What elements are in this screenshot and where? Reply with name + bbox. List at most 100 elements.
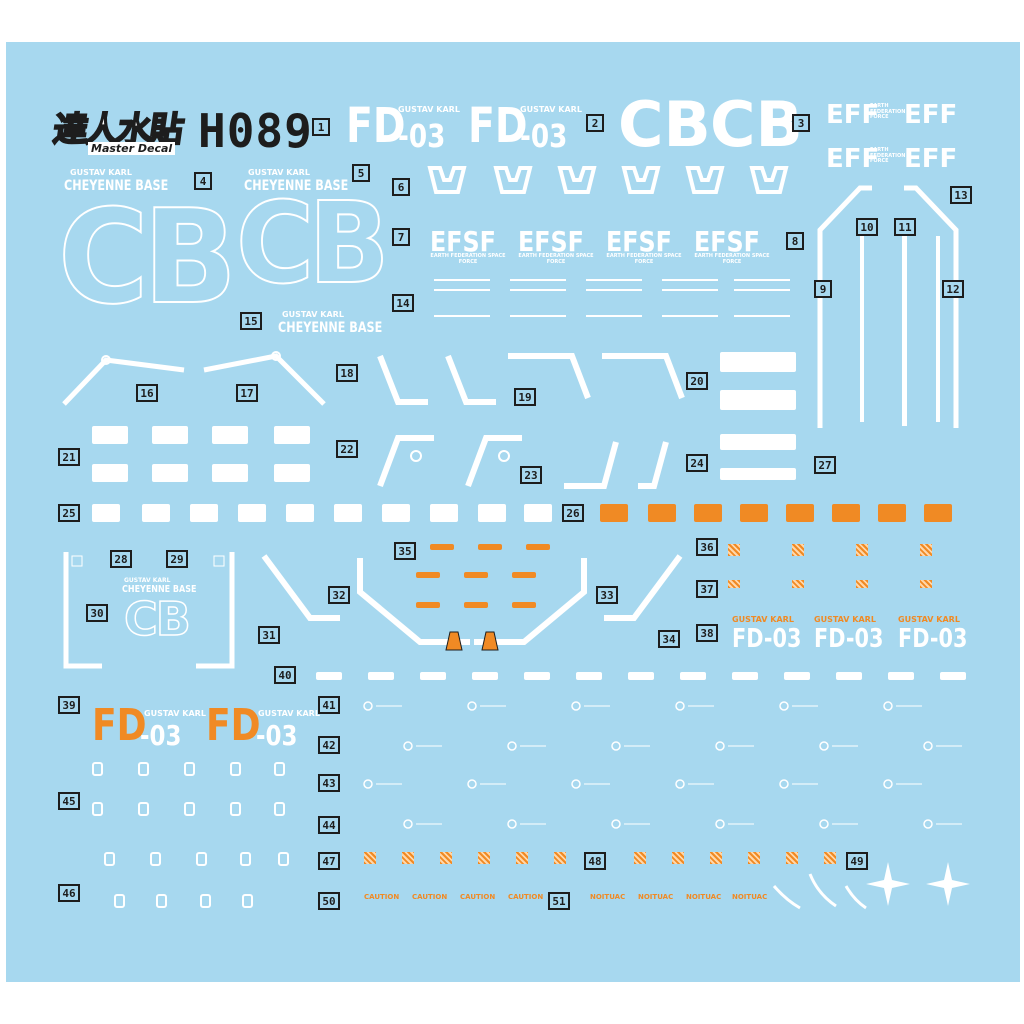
decal-35-grid [416, 544, 550, 614]
decal-24-plate-b [720, 468, 796, 480]
frame-decal [150, 852, 161, 866]
label-49: 49 [846, 852, 868, 870]
hatch-decal [672, 852, 684, 864]
label-14: 14 [392, 294, 414, 312]
hatch-decal [364, 852, 376, 864]
keep-clear-plate [430, 544, 454, 550]
attention-plate [212, 464, 248, 482]
label-17: 17 [236, 384, 258, 402]
frame-decal [138, 762, 149, 776]
keep-clear-white [628, 672, 654, 680]
label-24: 24 [686, 454, 708, 472]
label-27: 27 [814, 456, 836, 474]
hatch-decal [554, 852, 566, 864]
label-2: 2 [586, 114, 604, 132]
decal-1-fd-text: FD [346, 98, 406, 154]
frame-decal [156, 894, 167, 908]
decal-7-sub-d: EARTH FEDERATION SPACE FORCE [694, 253, 770, 265]
orange-caution-plate [832, 504, 860, 522]
decal-50-caution-c: CAUTION [460, 893, 496, 901]
label-26: 26 [562, 504, 584, 522]
decal-51-noiturc-d: NOITUAC [732, 893, 768, 901]
decal-38-fd-a: FD-03 [732, 624, 802, 654]
decal-5-pilot: GUSTAV KARL [248, 168, 310, 177]
label-28: 28 [110, 550, 132, 568]
orange-caution-plate [878, 504, 906, 522]
label-16: 16 [136, 384, 158, 402]
label-33: 33 [596, 586, 618, 604]
decal-2-number: -03 [520, 117, 568, 155]
decal-39-num-b: -03 [256, 719, 298, 752]
label-11: 11 [894, 218, 916, 236]
decal-eff-b: EFF [904, 100, 958, 130]
caution-plate [190, 504, 218, 522]
decal-37-hatch-d [920, 580, 932, 588]
decal-51-noiturc-b: NOITUAC [638, 893, 674, 901]
decal-30-cb-outline: CB [123, 592, 191, 646]
decal-3-cb-b: CB [710, 88, 803, 161]
attention-plate [212, 426, 248, 444]
label-30: 30 [86, 604, 108, 622]
decal-45-46-grid [92, 762, 292, 932]
label-34: 34 [658, 630, 680, 648]
decal-eff-a: EFF [826, 100, 880, 130]
label-12: 12 [942, 280, 964, 298]
caution-plate [92, 504, 120, 522]
caution-plate [430, 504, 458, 522]
label-22: 22 [336, 440, 358, 458]
label-37: 37 [696, 580, 718, 598]
decal-47-48-row [364, 852, 844, 866]
decal-36-hatch-d [920, 544, 932, 556]
hatch-decal [440, 852, 452, 864]
label-31: 31 [258, 626, 280, 644]
keep-clear-white [784, 672, 810, 680]
decal-39-num-a: -03 [140, 719, 182, 752]
hatch-decal [402, 852, 414, 864]
keep-clear-white [472, 672, 498, 680]
label-47: 47 [318, 852, 340, 870]
hatch-decal [748, 852, 760, 864]
attention-plate [92, 426, 128, 444]
label-46: 46 [58, 884, 80, 902]
label-8: 8 [786, 232, 804, 250]
label-7: 7 [392, 228, 410, 246]
decal-7-sub-c: EARTH FEDERATION SPACE FORCE [606, 253, 682, 265]
decal-30-panel [63, 552, 235, 669]
decal-7-sub-b: EARTH FEDERATION SPACE FORCE [518, 253, 594, 265]
label-32: 32 [328, 586, 350, 604]
decal-38-fd-c: FD-03 [898, 624, 968, 654]
brand-logo-en: Master Decal [88, 142, 176, 155]
decal-5-base: CHEYENNE BASE [244, 178, 349, 194]
decal-eff-c: EFF [826, 144, 880, 174]
brand-logo: 達人水貼 Master Decal [50, 102, 194, 155]
label-41: 41 [318, 696, 340, 714]
decal-1-pilot: GUSTAV KARL [398, 105, 460, 114]
decal-7-efsf-b: EFSF [518, 225, 584, 258]
hatch-decal [824, 852, 836, 864]
decal-36-hatch-c [856, 544, 868, 556]
label-39: 39 [58, 696, 80, 714]
frame-decal [104, 852, 115, 866]
frame-decal [230, 762, 241, 776]
decal-15-pilot: GUSTAV KARL [282, 310, 344, 319]
label-9: 9 [814, 280, 832, 298]
caution-plate [142, 504, 170, 522]
decal-38-fd-b: FD-03 [814, 624, 884, 654]
attention-plate [152, 426, 188, 444]
product-code: H089 [198, 104, 313, 158]
keep-clear-plate [464, 602, 488, 608]
label-20: 20 [686, 372, 708, 390]
decal-1-number: -03 [398, 117, 446, 155]
decal-7-efsf-c: EFSF [606, 225, 672, 258]
label-40: 40 [274, 666, 296, 684]
decal-41-44-rings [363, 701, 962, 829]
label-21: 21 [58, 448, 80, 466]
caution-plate [524, 504, 552, 522]
decal-50-caution-d: CAUTION [508, 893, 544, 901]
hatch-decal [516, 852, 528, 864]
attention-plate [274, 464, 310, 482]
decal-38-pilot-c: GUSTAV KARL [898, 615, 960, 624]
decal-20-plate-a [720, 352, 796, 372]
label-6: 6 [392, 178, 410, 196]
keep-clear-plate [512, 602, 536, 608]
